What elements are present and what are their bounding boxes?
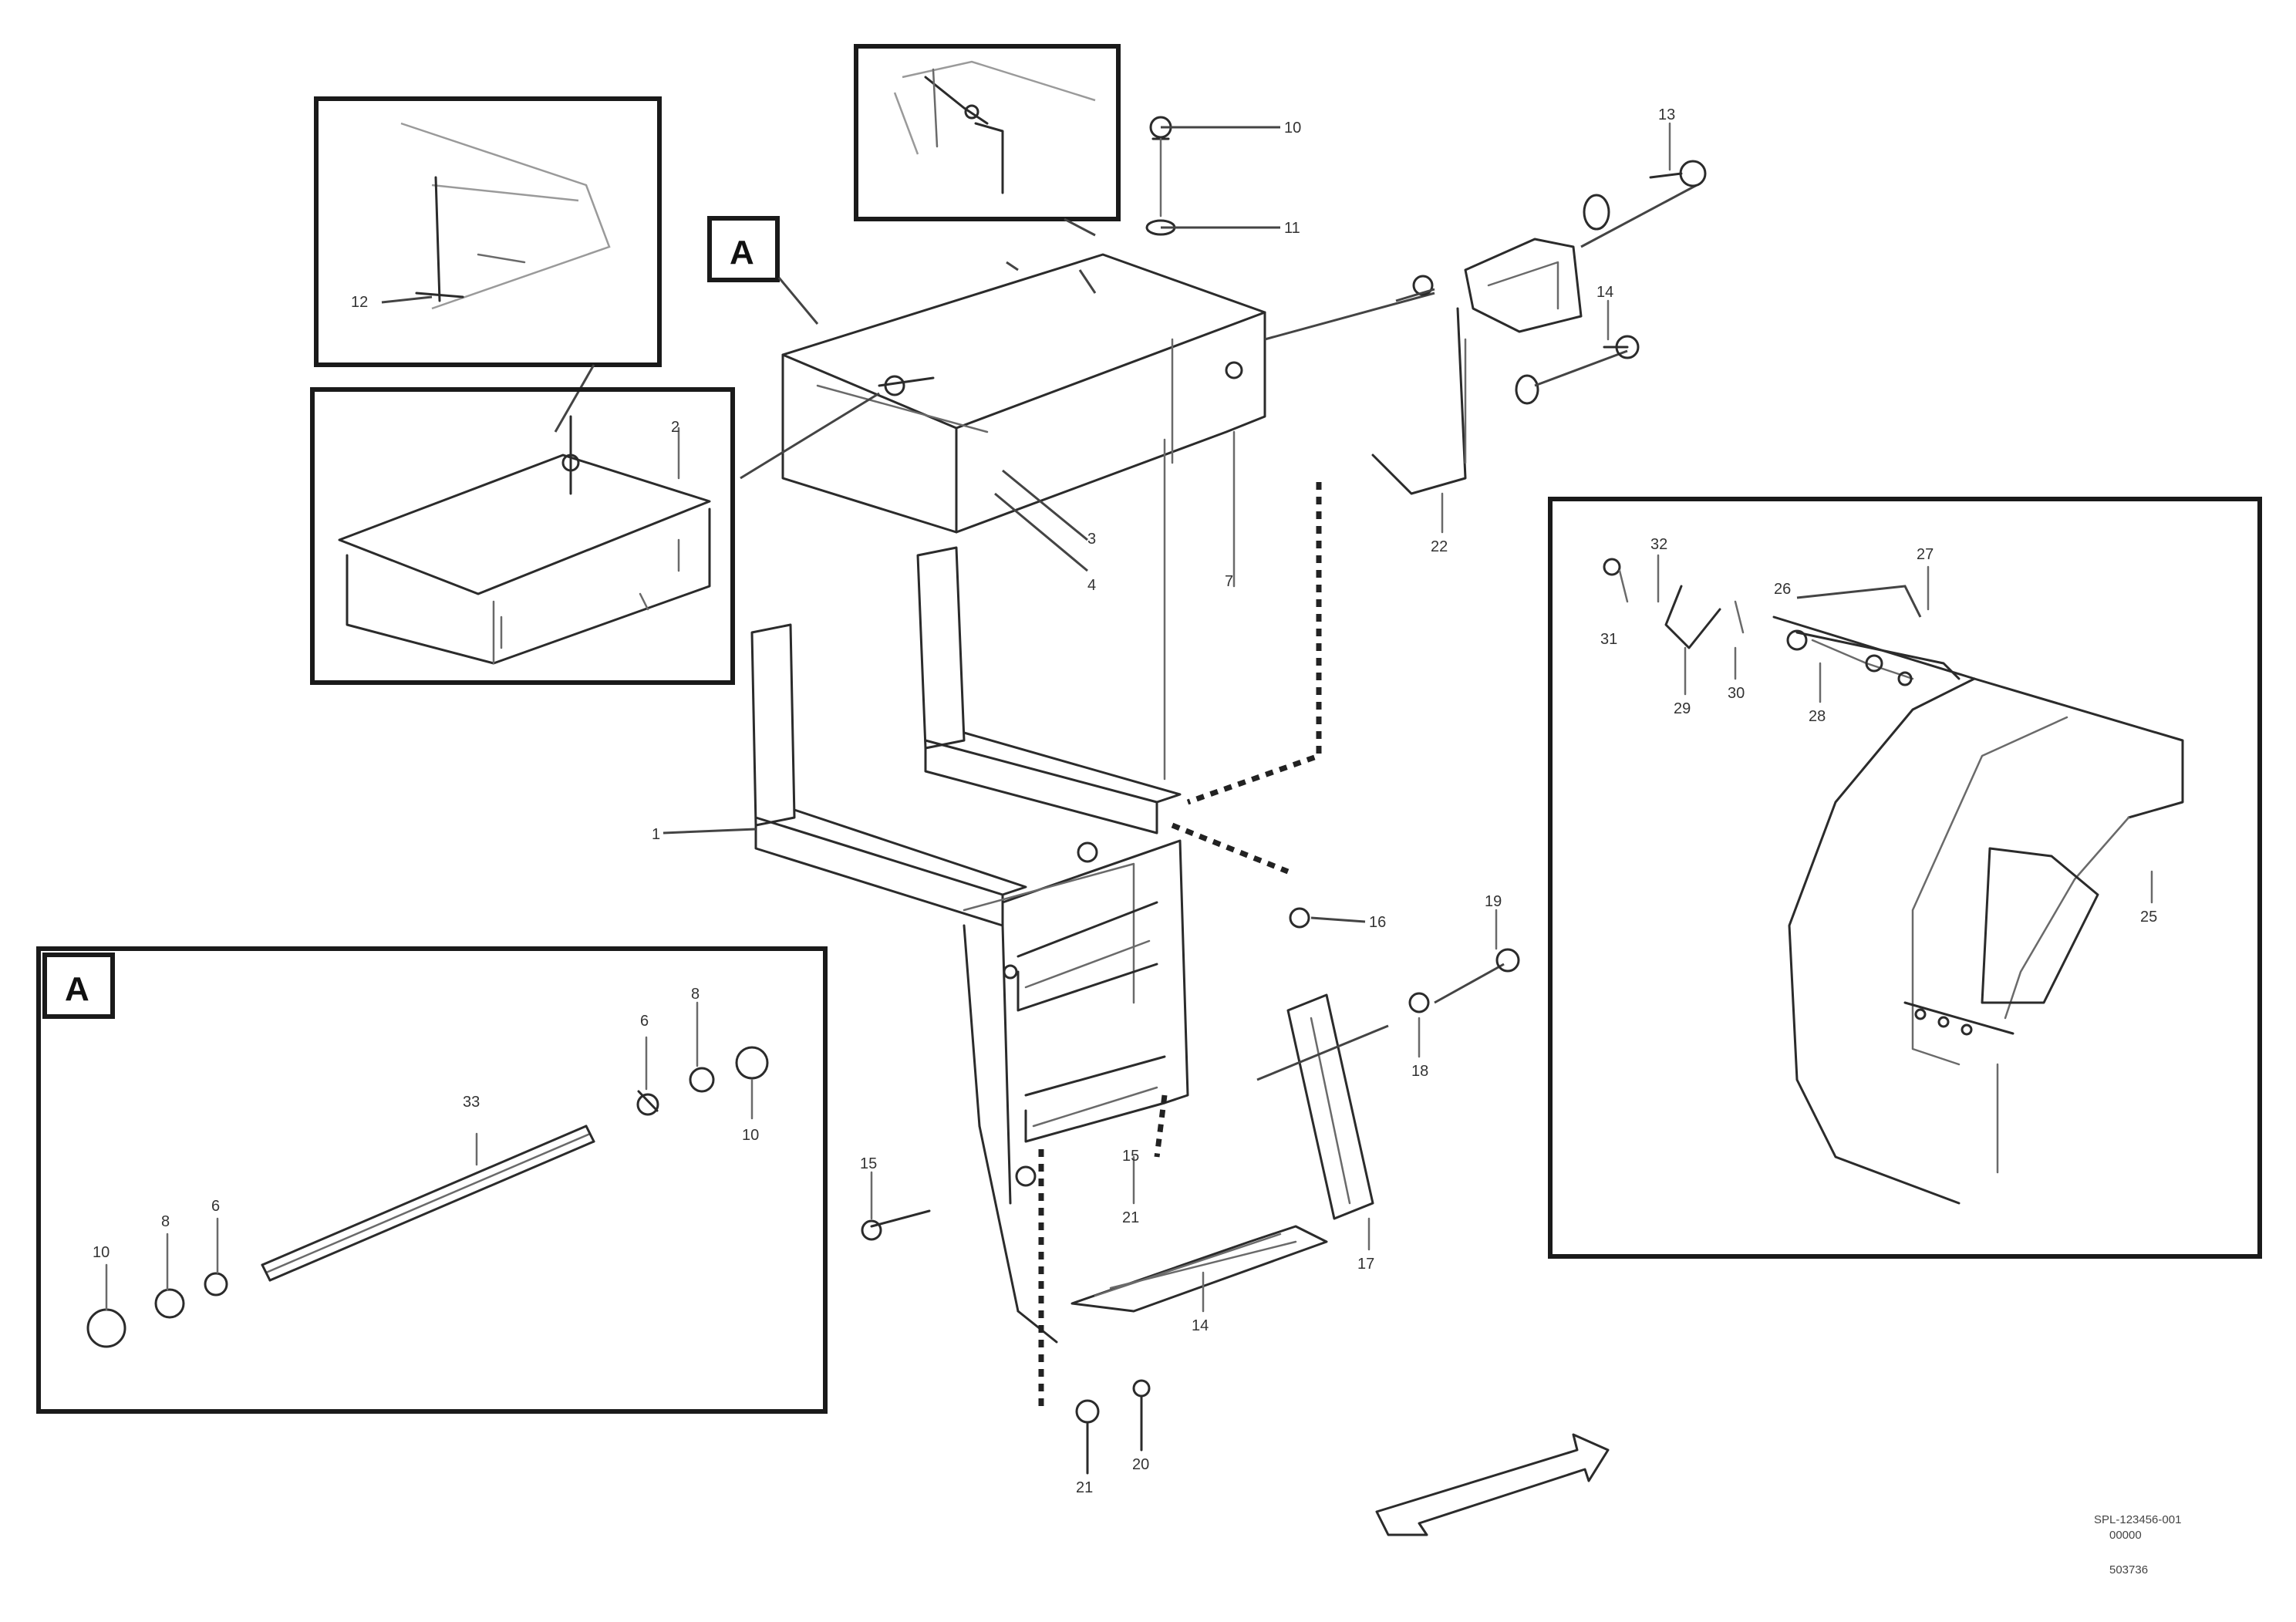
callout-7: 7 <box>1225 573 1233 590</box>
drawing-code-1: SPL-123456-001 <box>2094 1513 2181 1526</box>
callout-4: 4 <box>1087 577 1096 594</box>
view-marker-label: A <box>730 234 754 271</box>
step-frame: 1 <box>652 546 1328 1344</box>
inset-left-cover-detail: 2 <box>310 387 735 685</box>
bolt-16: 16 <box>1289 907 1386 931</box>
callout-27: 27 <box>1917 546 1934 563</box>
callout-15a: 15 <box>860 1155 877 1172</box>
callout-16: 16 <box>1369 914 1386 931</box>
bottom-fasteners: 21 20 <box>1075 1379 1151 1496</box>
callout-10c: 10 <box>93 1244 110 1261</box>
inset-right-fender-detail: 32 31 29 30 26 27 28 25 <box>1548 497 2262 1259</box>
callout-14: 14 <box>1596 284 1613 301</box>
callout-29: 29 <box>1674 700 1691 717</box>
callout-2a: 2 <box>671 419 679 436</box>
callout-15b: 15 <box>1122 1148 1139 1165</box>
callout-11: 11 <box>1284 220 1300 237</box>
callout-22: 22 <box>1431 538 1448 555</box>
callout-32: 32 <box>1650 536 1667 553</box>
callout-30: 30 <box>1728 685 1745 702</box>
callout-21a: 21 <box>1122 1209 1139 1226</box>
bolt-15: 15 15 21 <box>860 1148 1139 1241</box>
callout-28: 28 <box>1809 708 1826 725</box>
callout-12a: 12 <box>351 294 368 311</box>
callout-26: 26 <box>1774 581 1791 598</box>
callout-10b: 10 <box>742 1127 759 1144</box>
callout-1: 1 <box>652 826 660 843</box>
callout-19: 19 <box>1485 893 1502 910</box>
bolts-top: 10 11 <box>1145 116 1301 237</box>
battery-box <box>740 253 1435 781</box>
view-marker-a: A <box>707 216 819 325</box>
drawing-code: SPL-123456-001 00000 503736 <box>2094 1513 2181 1576</box>
drawing-code-2: 00000 <box>2109 1529 2142 1542</box>
callout-31: 31 <box>1600 631 1617 648</box>
callout-6: 6 <box>640 1013 649 1030</box>
detail-marker-label: A <box>65 970 89 1008</box>
direction-arrow <box>1375 1433 1610 1536</box>
handrail-bracket: 13 14 22 <box>1371 106 1707 555</box>
side-plate: 19 18 17 <box>1256 893 1520 1273</box>
callout-20: 20 <box>1132 1456 1149 1473</box>
callout-8: 8 <box>691 986 700 1003</box>
callout-21b: 21 <box>1076 1479 1093 1496</box>
callout-25: 25 <box>2140 909 2157 926</box>
callout-13: 13 <box>1658 106 1675 123</box>
callout-14b: 14 <box>1192 1317 1209 1334</box>
callout-8b: 8 <box>161 1213 170 1230</box>
inset-a-rod-detail: A 33 6 8 10 6 8 10 <box>36 946 828 1414</box>
callout-5: 33 <box>463 1094 480 1111</box>
callout-18: 18 <box>1411 1063 1428 1080</box>
inset-upper-left-detail: 12 <box>314 96 662 433</box>
drawing-code-3: 503736 <box>2109 1563 2148 1576</box>
callout-17: 17 <box>1357 1256 1374 1273</box>
inset-top-bolt-detail <box>854 44 1121 237</box>
callout-3: 3 <box>1087 531 1096 548</box>
callout-6b: 6 <box>211 1198 220 1215</box>
callout-10: 10 <box>1284 120 1301 137</box>
